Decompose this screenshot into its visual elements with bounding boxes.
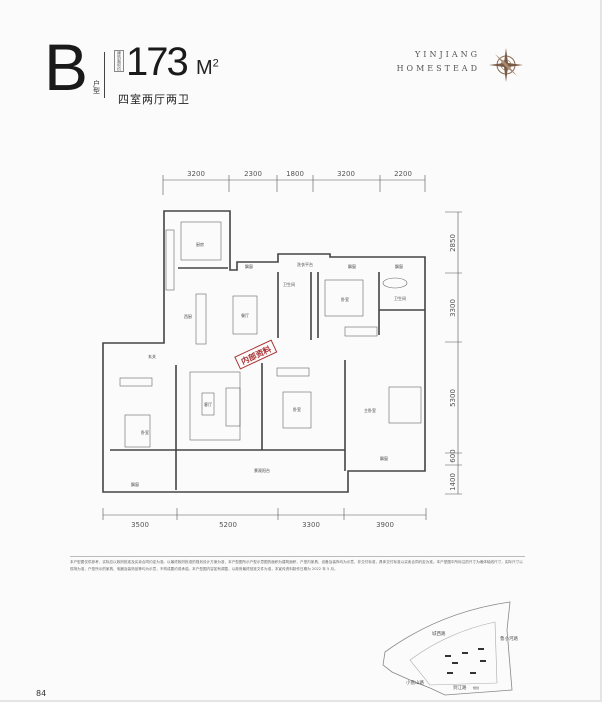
room-kitchen: 厨房 [196, 241, 204, 247]
room-bathroom-master: 卫生间 [394, 295, 406, 301]
room-living: 客厅 [204, 401, 212, 407]
road-south-tag: 规划 [473, 685, 479, 690]
area-unit-m: M [196, 57, 213, 79]
room-laundry: 洗衣平台 [297, 261, 313, 267]
walls [102, 210, 426, 493]
room-bedroom-left: 卧室 [141, 429, 149, 435]
dim-right-5: 1400 [449, 473, 457, 491]
area-unit: M2 [196, 58, 219, 78]
dim-bottom-4: 3900 [376, 521, 394, 529]
dim-right-3: 5300 [449, 389, 457, 407]
compass-rose-icon [489, 48, 523, 82]
dim-right-2: 3300 [449, 299, 457, 317]
room-western-kitchen: 西厨 [184, 313, 192, 319]
room-dining: 餐厅 [241, 312, 249, 318]
dim-bottom-1: 3500 [131, 521, 149, 529]
divider [104, 52, 105, 98]
area-value: 173 [126, 40, 189, 84]
unit-type-suffix: 户型 [93, 80, 100, 95]
road-east: 鲁小河路 [500, 635, 518, 642]
site-map: 城西路 鲁小河路 到江路 规划 小盘山路 [382, 601, 518, 696]
page-number: 84 [36, 689, 47, 698]
dim-top-4: 3200 [337, 170, 355, 178]
dimension-labels: 3200 2300 1800 3200 2200 3500 5200 3300 … [131, 170, 457, 529]
room-bay-window-1: 飘窗 [245, 263, 253, 269]
dim-top-1: 3200 [187, 170, 205, 178]
brand-line-1: YINJIANG [415, 50, 480, 59]
room-bay-window-3: 飘窗 [395, 263, 403, 269]
dim-right-1: 2850 [449, 234, 457, 252]
room-bathroom-public: 卫生间 [283, 281, 295, 287]
room-master-bedroom: 主卧室 [364, 407, 376, 413]
room-bay-window-5: 飘窗 [131, 481, 139, 487]
room-bay-window-4: 飘窗 [380, 455, 388, 461]
dimension-lines [102, 175, 462, 520]
layout-description: 四室两厅两卫 [118, 93, 190, 106]
dim-top-2: 2300 [244, 170, 262, 178]
room-entry: 玄关 [148, 353, 156, 359]
brand-logo-text: YINJIANG HOMESTEAD [380, 48, 480, 76]
room-labels: 厨房 西厨 餐厅 客厅 玄关 卧室 卧室 卧室 主卧室 卫生间 卫生间 洗衣平台… [131, 241, 406, 487]
room-bay-window-2: 飘窗 [348, 263, 356, 269]
dim-right-4: 600 [449, 449, 457, 462]
area-unit-sup: 2 [212, 57, 219, 70]
room-bedroom-top: 卧室 [341, 296, 349, 302]
note-divider [70, 556, 525, 557]
room-bedroom-mid: 卧室 [293, 406, 301, 412]
dim-top-3: 1800 [286, 170, 304, 178]
dim-bottom-2: 5200 [219, 521, 237, 529]
road-west: 小盘山路 [406, 679, 424, 686]
area-tag: 建筑面积约 [114, 50, 124, 72]
dim-top-5: 2200 [394, 170, 412, 178]
unit-type-letter: B [44, 30, 89, 104]
disclaimer-note: 本户型图仅供参考，实际应以政府批准及买卖合同约定为准。以最终政府批准的规划设计方… [70, 560, 523, 571]
road-south: 到江路 [453, 684, 467, 691]
dim-bottom-3: 3300 [302, 521, 320, 529]
brand-line-2: HOMESTEAD [396, 64, 480, 73]
internal-stamp: 内部资料 [234, 339, 278, 370]
road-north: 城西路 [432, 630, 446, 637]
furniture [119, 221, 422, 448]
room-balcony: 景观阳台 [254, 467, 270, 473]
